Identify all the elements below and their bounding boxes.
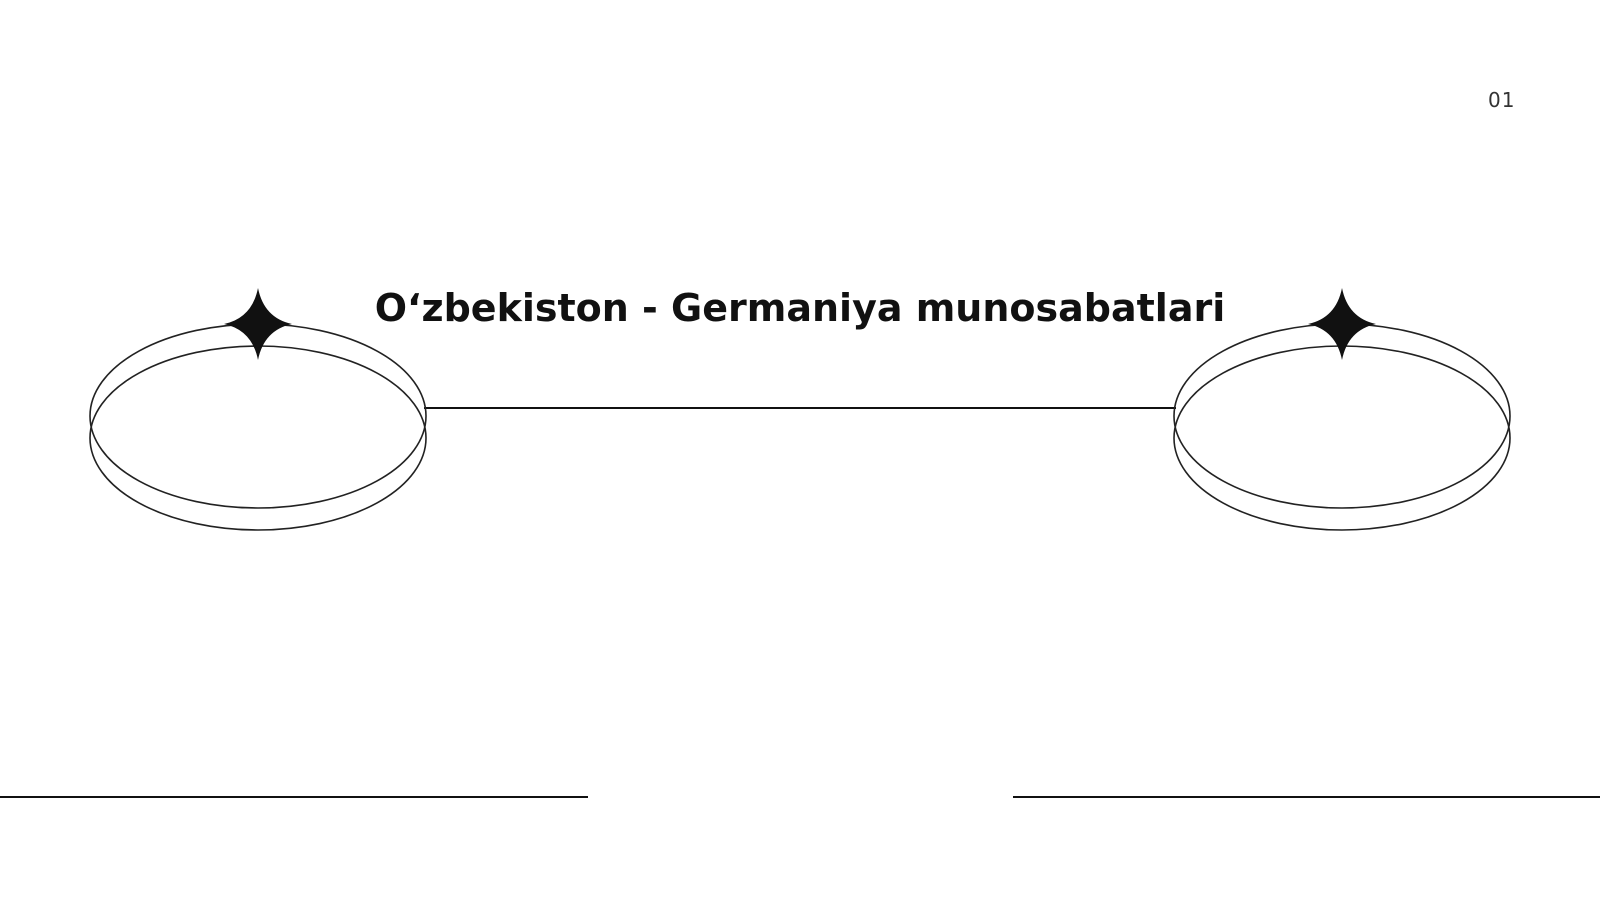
left-sparkle-icon bbox=[224, 288, 292, 360]
page-number: 01 bbox=[1488, 88, 1516, 112]
slide-title: O‘zbekiston - Germaniya munosabatlari bbox=[374, 286, 1226, 330]
right-sparkle-icon bbox=[1308, 288, 1376, 360]
